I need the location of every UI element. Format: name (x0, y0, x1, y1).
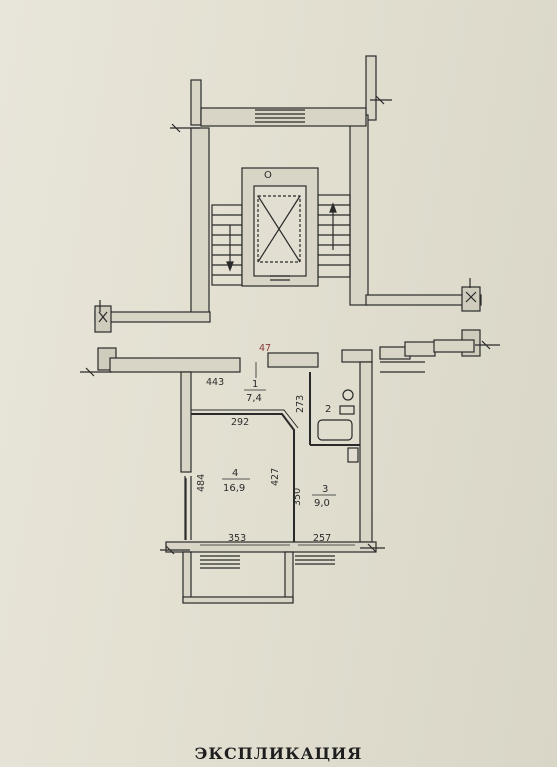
dim-room4-width: 353 (228, 533, 246, 544)
room-3-number: 3 (322, 484, 328, 495)
room-2-number: 2 (325, 404, 331, 415)
dim-mid-wall-height: 427 (270, 468, 281, 486)
interior-partitions (185, 372, 360, 542)
explication-heading: ЭКСПЛИКАЦИЯ (194, 744, 363, 763)
stairwell-block (170, 55, 392, 319)
room-3-area: 9,0 (314, 498, 330, 509)
dim-hall-width: 443 (206, 377, 224, 388)
corridor-walls (94, 278, 482, 371)
dim-hall-lower-width: 292 (231, 417, 249, 428)
apartment-walls (80, 339, 500, 604)
floor-marker: 47 (259, 343, 271, 354)
dim-room4-height: 484 (196, 474, 207, 492)
elevator-marker: O (264, 170, 272, 181)
dimension-lines (200, 362, 355, 546)
room-1-number: 1 (252, 379, 258, 390)
dim-hall-height: 273 (295, 395, 306, 413)
room-4-number: 4 (232, 468, 238, 479)
dim-room3-height: 350 (292, 488, 303, 506)
room-4-area: 16,9 (223, 483, 245, 494)
room-1-area: 7,4 (246, 393, 262, 404)
dim-room3-width: 257 (313, 533, 331, 544)
